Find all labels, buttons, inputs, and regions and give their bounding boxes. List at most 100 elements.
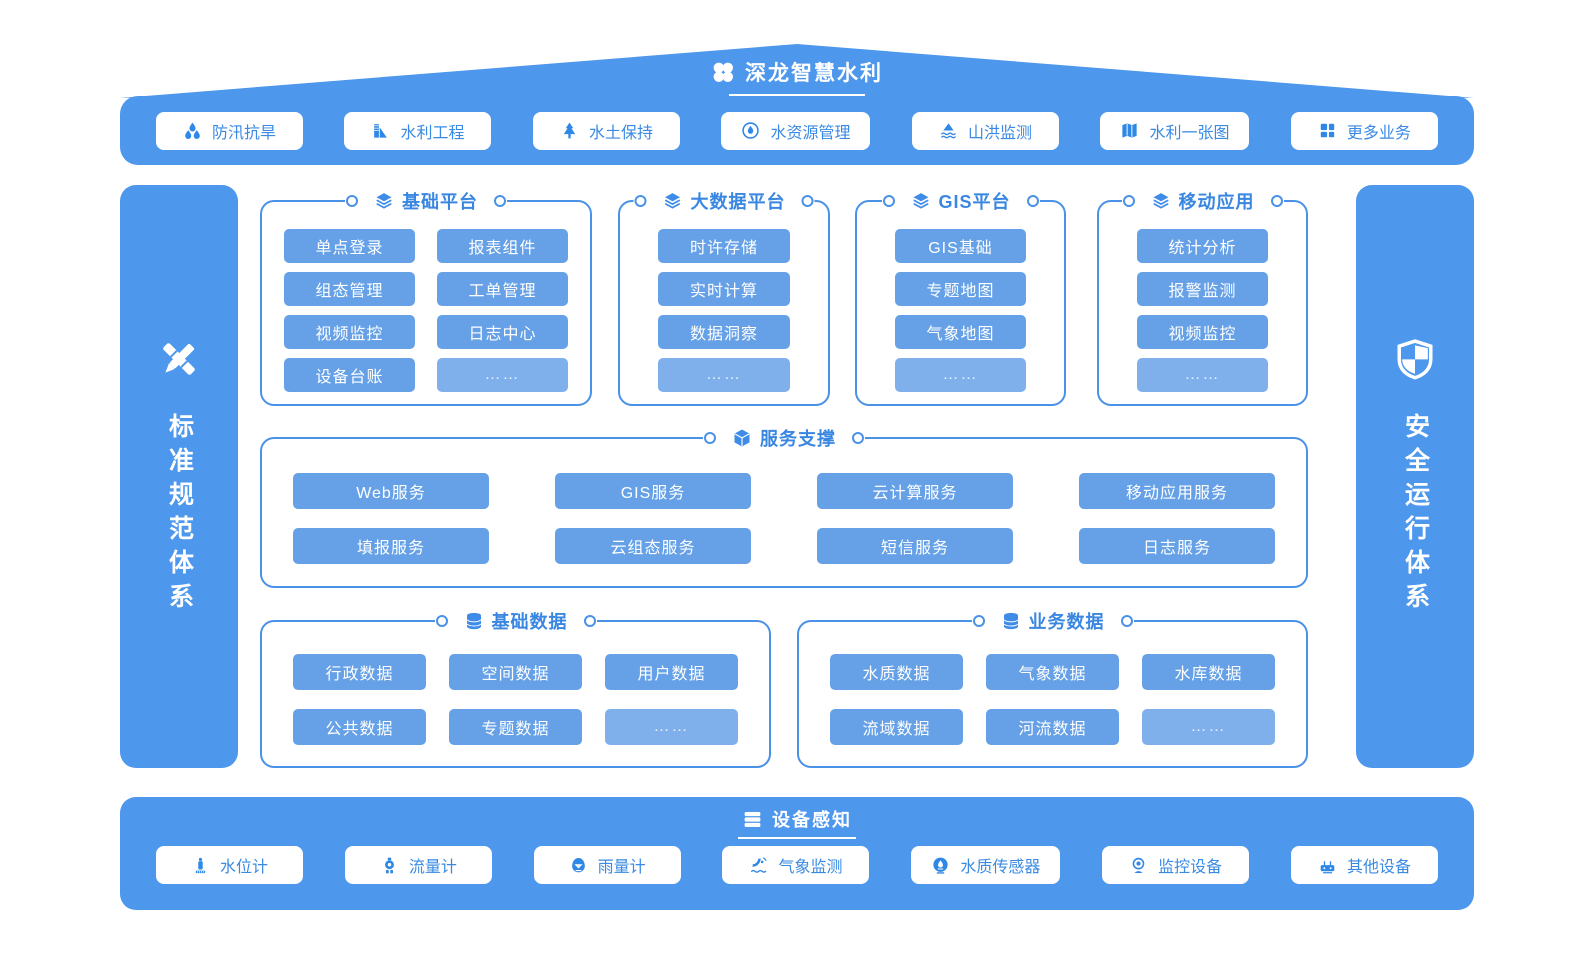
platform-item-chip[interactable]: 设备台账 [284, 358, 415, 392]
connector-dot [494, 195, 506, 207]
device-label: 水质传感器 [960, 859, 1041, 876]
device-perception-bar: 设备感知 水位计流量计雨量计气象监测水质传感器监控设备其他设备 [120, 797, 1474, 910]
data-item-chip[interactable]: 空间数据 [449, 654, 582, 690]
business-bar: 防汛抗旱 水利工程 水土保持 水资源管理 山洪监测 水利一张图 更多业务 [120, 96, 1474, 165]
group-title: GIS平台 [938, 192, 1011, 212]
device-button[interactable]: 雨量计 [533, 846, 681, 884]
platform-item-chip[interactable]: 单点登录 [284, 229, 415, 263]
data-item-chip[interactable]: 水质数据 [830, 654, 963, 690]
layers-icon [910, 191, 930, 211]
service-item-chip[interactable]: 云组态服务 [555, 528, 751, 564]
more-items-chip[interactable]: …… [437, 358, 568, 392]
more-items-chip[interactable]: …… [1142, 709, 1275, 745]
platform-item-chip[interactable]: 视频监控 [1137, 315, 1268, 349]
business-button[interactable]: 山洪监测 [911, 111, 1059, 150]
platform-item-chip[interactable]: 组态管理 [284, 272, 415, 306]
platform-item-chip[interactable]: 数据洞察 [658, 315, 790, 349]
group-bigdata-platform: 大数据平台 时许存储实时计算数据洞察 …… [618, 187, 830, 406]
business-button[interactable]: 水资源管理 [721, 111, 871, 150]
group-header: 业务数据 [971, 607, 1134, 635]
group-title: 基础平台 [402, 192, 478, 212]
platform-item-chip[interactable]: 气象地图 [895, 315, 1026, 349]
more-items-chip[interactable]: …… [605, 709, 738, 745]
platform-item-chip[interactable]: 视频监控 [284, 315, 415, 349]
clover-logo-icon [711, 60, 735, 84]
service-item-chip[interactable]: 移动应用服务 [1079, 473, 1275, 509]
data-item-chip[interactable]: 公共数据 [293, 709, 426, 745]
map-icon [1120, 121, 1139, 140]
more-items-chip[interactable]: …… [658, 358, 790, 392]
device-label: 其他设备 [1346, 859, 1411, 876]
page-title: 深龙智慧水利 [745, 62, 883, 85]
data-item-chip[interactable]: 气象数据 [986, 654, 1119, 690]
platform-item-chip[interactable]: GIS基础 [895, 229, 1026, 263]
group-service-support: 服务支撑 Web服务 GIS服务 云计算服务 移动应用服务填报服务 云组态服务 短信服务 日… [260, 424, 1308, 588]
more-items-chip[interactable]: …… [1137, 358, 1268, 392]
business-label: 更多业务 [1346, 124, 1411, 142]
group-header: 移动应用 [1121, 187, 1284, 215]
platform-item-chip[interactable]: 统计分析 [1137, 229, 1268, 263]
business-label: 水利一张图 [1149, 124, 1230, 142]
data-item-chip[interactable]: 流域数据 [830, 709, 963, 745]
mountain-flood-icon [939, 121, 958, 140]
business-label: 山洪监测 [967, 124, 1032, 142]
group-gis-platform: GIS平台 GIS基础专题地图气象地图 …… [855, 187, 1066, 406]
group-basic-platform: 基础平台 单点登录报表组件组态管理工单管理视频监控日志中心设备台账 …… [260, 187, 592, 406]
group-basic-data: 基础数据 行政数据空间数据用户数据公共数据专题数据 …… [260, 607, 771, 768]
group-header: 服务支撑 [703, 424, 865, 452]
business-button[interactable]: 水土保持 [532, 111, 680, 150]
more-items-chip[interactable]: …… [895, 358, 1026, 392]
group-header: GIS平台 [881, 187, 1040, 215]
data-item-chip[interactable]: 行政数据 [293, 654, 426, 690]
layers-icon [374, 191, 394, 211]
device-button[interactable]: 水质传感器 [911, 846, 1061, 884]
device-button[interactable]: 气象监测 [722, 846, 870, 884]
device-button[interactable]: 水位计 [156, 846, 303, 884]
connector-dot [346, 195, 358, 207]
device-button[interactable]: 监控设备 [1102, 846, 1250, 884]
business-button[interactable]: 水利一张图 [1100, 111, 1250, 150]
sidebar-standards: 标准规范体系 [120, 185, 238, 768]
platform-item-chip[interactable]: 日志中心 [437, 315, 568, 349]
group-title: 大数据平台 [690, 192, 786, 212]
connector-dot [634, 195, 647, 207]
business-label: 水土保持 [588, 124, 653, 142]
dam-icon [371, 121, 390, 140]
data-item-chip[interactable]: 用户数据 [605, 654, 738, 690]
data-item-chip[interactable]: 专题数据 [449, 709, 582, 745]
flood-droplets-icon [183, 121, 202, 140]
service-item-chip[interactable]: 填报服务 [293, 528, 489, 564]
service-item-chip[interactable]: 日志服务 [1079, 528, 1275, 564]
service-item-chip[interactable]: 短信服务 [817, 528, 1013, 564]
device-button[interactable]: 其他设备 [1290, 846, 1438, 884]
layers-icon [1151, 191, 1171, 211]
business-button[interactable]: 更多业务 [1290, 111, 1438, 150]
platform-item-chip[interactable]: 专题地图 [895, 272, 1026, 306]
business-button[interactable]: 水利工程 [344, 111, 492, 150]
service-item-chip[interactable]: GIS服务 [555, 473, 751, 509]
water-level-gauge-icon [191, 856, 210, 875]
connector-dot [1270, 195, 1283, 207]
device-button[interactable]: 流量计 [344, 846, 492, 884]
sidebar-security-label: 安全运行体系 [1401, 412, 1430, 617]
group-title: 移动应用 [1178, 192, 1255, 212]
platform-item-chip[interactable]: 报警监测 [1137, 272, 1268, 306]
platform-item-chip[interactable]: 实时计算 [658, 272, 790, 306]
data-item-chip[interactable]: 水库数据 [1142, 654, 1275, 690]
device-label: 流量计 [408, 859, 457, 876]
connector-dot [972, 615, 985, 627]
layers-icon [663, 191, 683, 211]
data-item-chip[interactable]: 河流数据 [986, 709, 1119, 745]
device-label: 气象监测 [778, 859, 843, 876]
group-title: 基础数据 [491, 612, 568, 632]
platform-item-chip[interactable]: 报表组件 [437, 229, 568, 263]
business-button[interactable]: 防汛抗旱 [156, 111, 303, 150]
group-title: 业务数据 [1028, 612, 1105, 632]
service-item-chip[interactable]: Web服务 [293, 473, 489, 509]
platform-item-chip[interactable]: 工单管理 [437, 272, 568, 306]
service-item-chip[interactable]: 云计算服务 [817, 473, 1013, 509]
pine-tree-icon [560, 121, 579, 140]
shield-icon [1393, 337, 1437, 381]
platform-item-chip[interactable]: 时许存储 [658, 229, 790, 263]
sidebar-security: 安全运行体系 [1356, 185, 1474, 768]
